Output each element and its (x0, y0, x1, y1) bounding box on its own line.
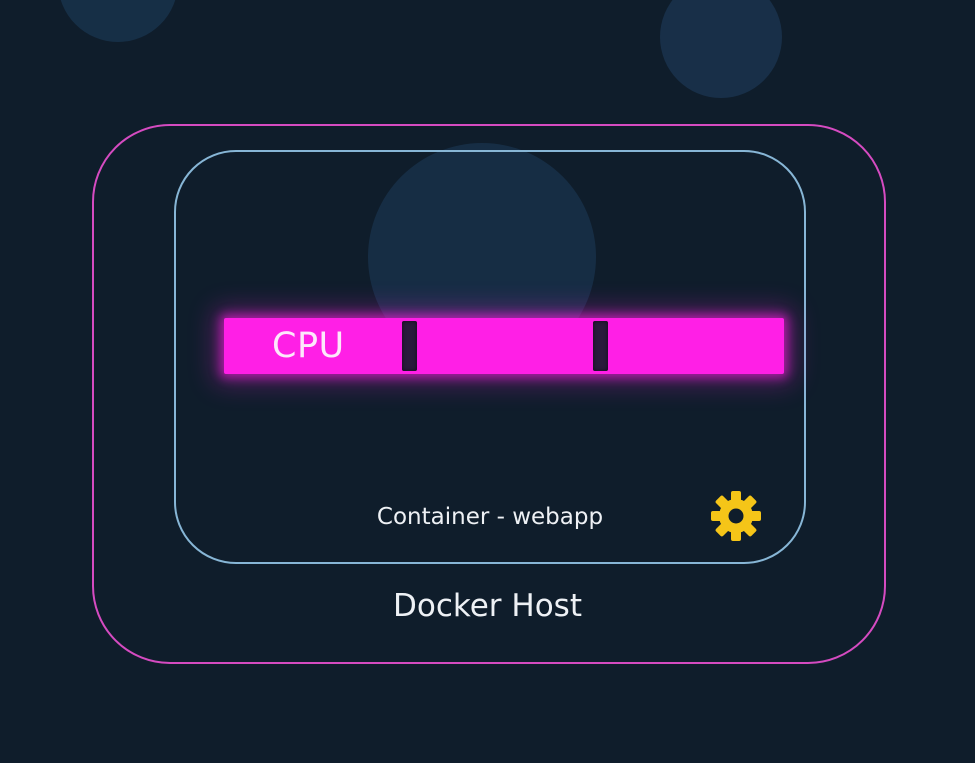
cpu-bar-divider (402, 321, 417, 371)
cpu-bar: CPU (224, 318, 784, 374)
gear-icon (708, 488, 764, 544)
cpu-label: CPU (272, 326, 345, 366)
background-bubble (660, 0, 782, 98)
container-box (174, 150, 806, 564)
docker-host-label: Docker Host (393, 588, 582, 624)
cpu-bar-divider (593, 321, 608, 371)
background-bubble (58, 0, 178, 42)
container-label: Container - webapp (376, 504, 604, 530)
docker-host-box (92, 124, 886, 664)
